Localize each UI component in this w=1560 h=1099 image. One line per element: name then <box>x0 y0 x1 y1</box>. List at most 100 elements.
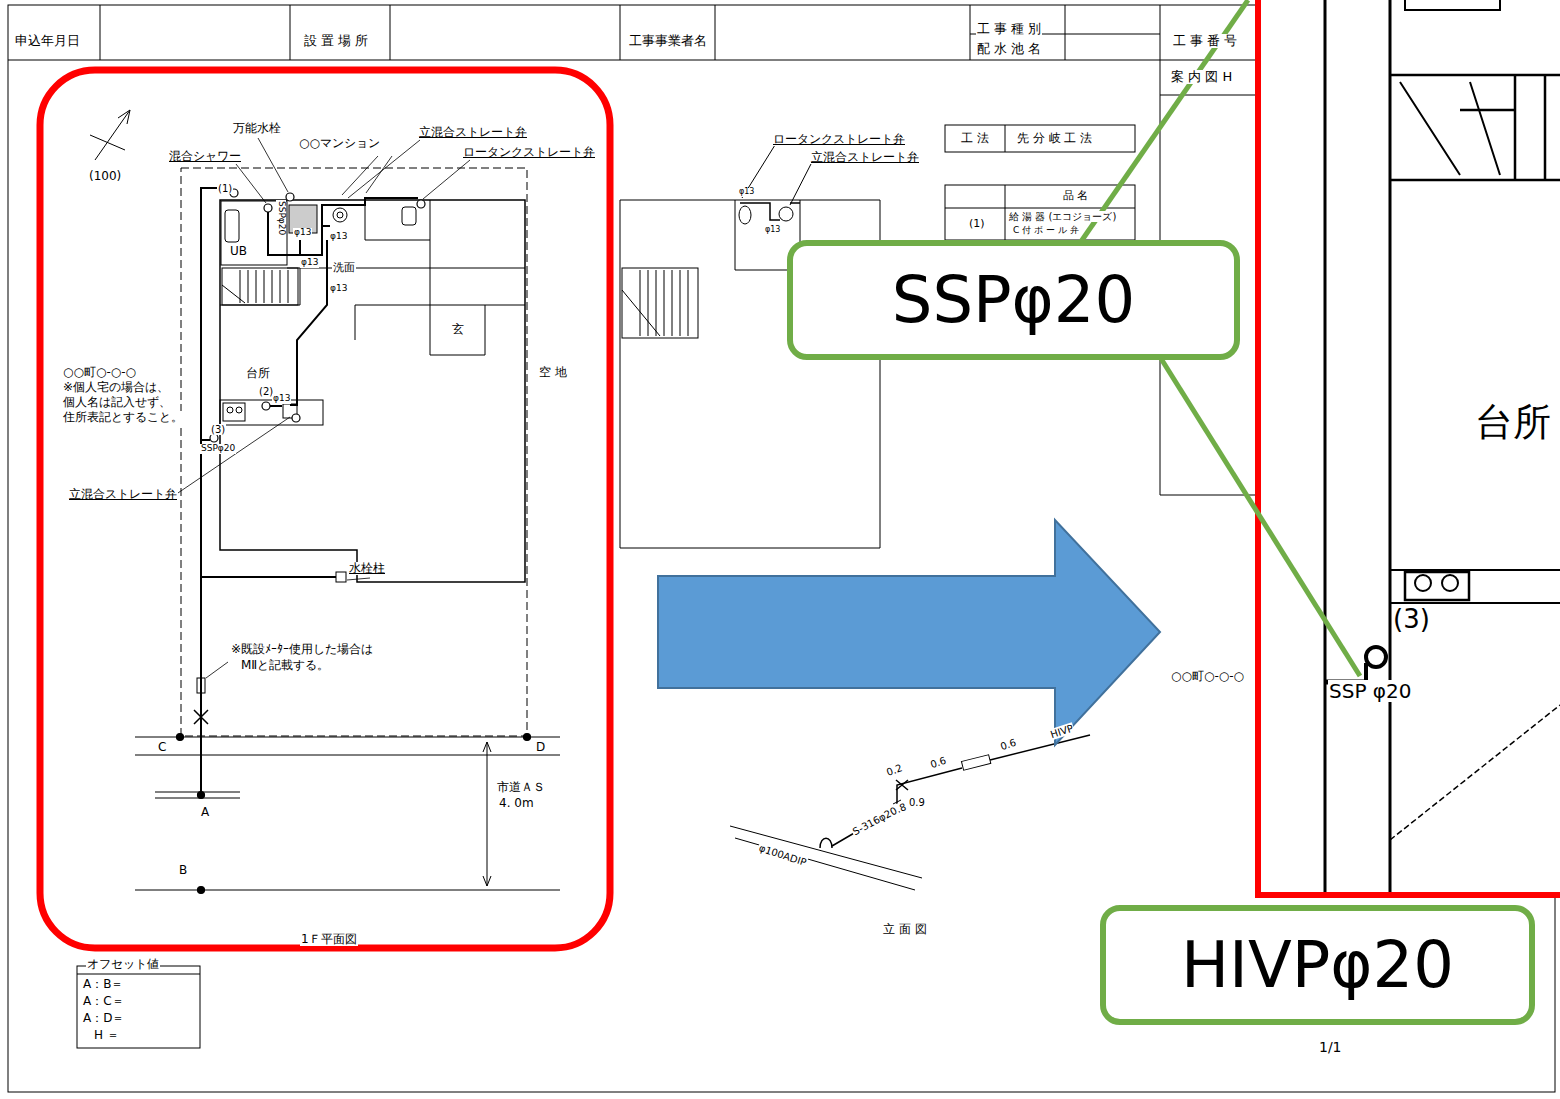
offset-table <box>77 966 200 1048</box>
plan-label: φ13 <box>293 228 312 238</box>
spec-tables-part <box>945 185 1135 240</box>
elevation-view-part <box>896 780 908 790</box>
plan-label: 工 法 <box>960 132 990 145</box>
elevation-view-part <box>832 735 1090 846</box>
plan-label: φ13 <box>329 284 348 294</box>
fixture-symbols <box>177 189 531 894</box>
site-plan-part <box>135 737 560 890</box>
plan-label: 立 面 図 <box>882 923 928 936</box>
callout-box: HIVPφ20 <box>1100 905 1535 1025</box>
site-plan-part <box>222 268 298 305</box>
plan-label: 工 事 種 別 <box>976 22 1042 36</box>
plan-label: SSPφ20 <box>200 444 236 454</box>
leader-lines-part <box>236 138 470 203</box>
plan-label: 配 水 池 名 <box>976 42 1042 56</box>
zoom-panel-part-part <box>1415 575 1431 591</box>
site-pipes-part <box>201 188 230 795</box>
upper-floor-plan-part <box>739 206 751 224</box>
site-plan <box>135 168 560 890</box>
plan-label: SSP φ20 <box>1328 680 1412 702</box>
site-pipes-part <box>201 439 210 441</box>
plan-label: 4. 0m <box>498 797 535 810</box>
plan-label: オフセット値 <box>86 958 160 971</box>
plan-label: 1/1 <box>1318 1040 1343 1055</box>
plan-label: (3) <box>1392 605 1431 634</box>
plan-label: 市道ＡＳ <box>496 781 546 794</box>
zoom-panel-part-part <box>1442 575 1458 591</box>
callout-text: HIVPφ20 <box>1181 928 1454 1002</box>
elevation-view-part <box>820 838 832 848</box>
fixture-symbols-part <box>210 434 218 442</box>
zoom-panel-part-part <box>1390 570 1560 603</box>
plan-label: B <box>178 864 188 877</box>
spec-tables-part <box>1005 125 1006 152</box>
plan-label: 先 分 岐 工 法 <box>1016 132 1093 145</box>
offset-table-part <box>77 974 200 975</box>
site-plan-part <box>402 207 416 225</box>
zoom-panel-part <box>1258 0 1560 895</box>
plan-label: ○○マンション <box>298 137 381 150</box>
fixture-symbols-part <box>198 792 205 799</box>
plan-label: A：C＝ <box>82 995 125 1008</box>
elevation-view-part <box>961 755 990 771</box>
zoom-panel-part-part <box>1325 0 1390 895</box>
plan-label: 1Ｆ平面図 <box>300 933 358 946</box>
plan-label: A <box>200 806 210 819</box>
highlight-frame <box>40 70 610 948</box>
plan-label: A：B＝ <box>82 978 124 991</box>
plan-label: 案 内 図 H <box>1170 70 1233 84</box>
zoom-panel-part-part <box>1366 647 1386 667</box>
spec-tables <box>945 125 1135 240</box>
plan-label: 設 置 場 所 <box>303 34 369 48</box>
zoom-panel <box>1258 0 1560 895</box>
plan-label: (1) <box>217 183 233 194</box>
spec-tables-part <box>945 185 1135 240</box>
north-arrow-part <box>90 110 130 160</box>
plan-label: ○○町○-○-○ <box>62 366 137 379</box>
callout-leaders-part <box>1160 357 1360 676</box>
plan-label: S-316φ20 <box>850 804 900 837</box>
elevation-view <box>730 735 1090 890</box>
site-plan-part <box>227 407 233 413</box>
plan-label: 申込年月日 <box>14 34 81 48</box>
plan-label: 水栓柱 <box>348 562 386 575</box>
site-plan-part <box>220 200 525 582</box>
callout-text: SSPφ20 <box>892 263 1136 337</box>
plan-label: 0.6 <box>998 736 1018 752</box>
plan-label: 立混合ストレート弁 <box>810 151 920 164</box>
callout-box: SSPφ20 <box>787 240 1240 360</box>
site-plan-part <box>225 210 239 242</box>
plan-label: φ100ADIP <box>757 842 809 868</box>
plan-label: ※個人宅の場合は、 <box>62 381 170 394</box>
fixture-symbols-part <box>262 402 270 410</box>
zoom-panel-part <box>1325 0 1560 895</box>
site-plan-part <box>223 403 245 421</box>
site-pipes-part <box>270 240 327 406</box>
upper-floor-plan-part <box>779 207 793 221</box>
site-plan-part <box>236 407 242 413</box>
plan-label: (100) <box>88 170 122 183</box>
plan-label: φ13 <box>764 226 781 235</box>
plan-label: ○○町○-○-○ <box>1170 670 1245 683</box>
plan-label: 台所 <box>245 367 271 380</box>
site-pipes-part <box>201 576 336 578</box>
upper-floor-plan-part <box>622 268 698 338</box>
plan-label: 台所 <box>1474 402 1552 444</box>
fixture-symbols-part <box>177 734 184 741</box>
spec-tables-part <box>945 125 1135 152</box>
plan-label: 0.2 <box>884 762 905 778</box>
plan-label: 個人名は記入せず、 <box>62 396 172 409</box>
fixture-symbols-part <box>264 204 272 212</box>
fixture-symbols-part <box>417 200 425 208</box>
elevation-view-part <box>730 826 922 890</box>
plan-label: A：D＝ <box>82 1012 125 1025</box>
plan-label: 空 地 <box>538 366 568 379</box>
sheet-frame-part <box>8 5 1255 60</box>
fixture-symbols-part <box>292 414 300 422</box>
plan-label: 品 名 <box>1062 190 1090 202</box>
callout-leaders-part <box>1080 0 1248 243</box>
zoom-arrow <box>658 520 1160 745</box>
plan-label: 立混合ストレート弁 <box>68 488 178 501</box>
zoom-panel-part-part <box>1390 75 1560 180</box>
